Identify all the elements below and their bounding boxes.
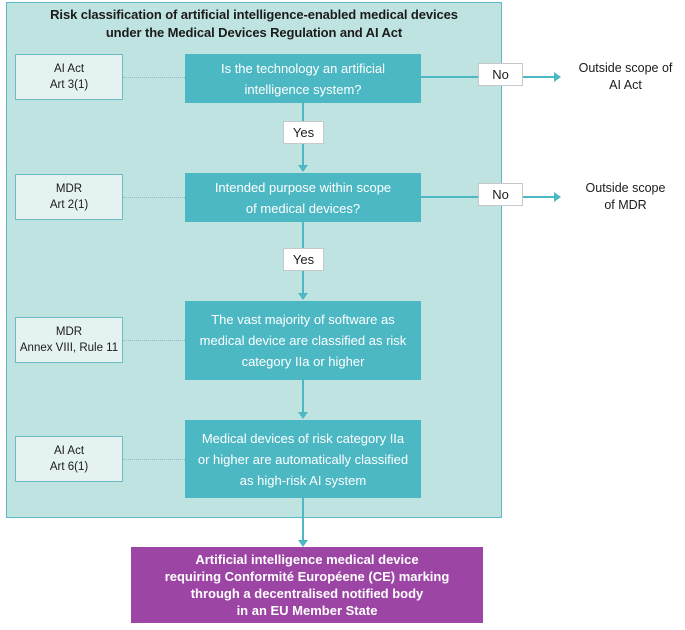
- outcome-outside-scope-step-1: Outside scope of AI Act: [568, 60, 683, 94]
- decision-box-step-1-line-2: intelligence system?: [244, 81, 362, 97]
- reference-box-step-2: MDR Art 2(1): [15, 174, 123, 220]
- outcome-box-line-4: in an EU Member State: [236, 603, 378, 618]
- decision-box-step-2: Intended purpose within scope of medical…: [185, 173, 421, 222]
- connector-dotted-step-1: [123, 77, 185, 78]
- connector-no-arrow-line-step-1: [523, 76, 555, 78]
- outcome-outside-scope-step-2-line-1: Outside scope: [585, 181, 666, 195]
- reference-box-step-3-line-2: Annex VIII, Rule 11: [19, 342, 119, 354]
- connector-dotted-step-4: [123, 459, 185, 460]
- outcome-box-line-3: through a decentralised notified body: [190, 586, 424, 601]
- reference-box-step-3-line-1: MDR: [55, 326, 83, 338]
- label-yes-step-2: Yes: [283, 248, 324, 271]
- connector-no-line-step-2: [421, 196, 478, 198]
- reference-box-step-1-line-1: AI Act: [53, 63, 85, 75]
- outcome-outside-scope-step-2: Outside scope of MDR: [568, 180, 683, 214]
- connector-line-to-outcome: [302, 498, 304, 541]
- decision-box-step-1-line-1: Is the technology an artificial: [220, 60, 386, 76]
- process-box-step-3-line-3: category IIa or higher: [241, 354, 365, 369]
- reference-box-step-4: AI Act Art 6(1): [15, 436, 123, 482]
- reference-box-step-1: AI Act Art 3(1): [15, 54, 123, 100]
- arrow-right-step-2: [554, 192, 561, 202]
- arrow-down-step-1: [298, 165, 308, 172]
- arrow-down-step-2: [298, 293, 308, 300]
- decision-box-step-2-line-2: of medical devices?: [245, 200, 361, 216]
- title-line-1: Risk classification of artificial intell…: [50, 7, 458, 22]
- outcome-outside-scope-step-1-line-1: Outside scope of: [578, 61, 673, 75]
- connector-no-line-step-1: [421, 76, 478, 78]
- arrow-down-to-outcome: [298, 540, 308, 547]
- label-no-step-2: No: [478, 183, 523, 206]
- arrow-down-step-3: [298, 412, 308, 419]
- outcome-box-line-1: Artificial intelligence medical device: [195, 552, 419, 567]
- process-box-step-3-line-1: The vast majority of software as: [211, 312, 395, 327]
- page-title: Risk classification of artificial intell…: [6, 6, 502, 42]
- process-box-step-4: Medical devices of risk category IIa or …: [185, 420, 421, 498]
- label-no-step-1: No: [478, 63, 523, 86]
- reference-box-step-3: MDR Annex VIII, Rule 11: [15, 317, 123, 363]
- arrow-right-step-1: [554, 72, 561, 82]
- process-box-step-4-line-1: Medical devices of risk category IIa: [201, 430, 405, 446]
- reference-box-step-4-line-1: AI Act: [53, 445, 85, 457]
- label-yes-step-1: Yes: [283, 121, 324, 144]
- outcome-outside-scope-step-1-line-2: AI Act: [609, 78, 642, 92]
- reference-box-step-2-line-1: MDR: [55, 183, 83, 195]
- process-box-step-4-line-2: or higher are automatically classified: [197, 451, 409, 467]
- process-box-step-3: The vast majority of software as medical…: [185, 301, 421, 380]
- connector-dotted-step-3: [123, 340, 185, 341]
- outcome-box: Artificial intelligence medical device r…: [131, 547, 483, 623]
- reference-box-step-1-line-2: Art 3(1): [49, 79, 89, 91]
- decision-box-step-2-line-1: Intended purpose within scope: [214, 179, 392, 195]
- process-box-step-3-line-2: medical device are classified as risk: [199, 333, 407, 348]
- reference-box-step-2-line-2: Art 2(1): [49, 199, 89, 211]
- connector-dotted-step-2: [123, 197, 185, 198]
- reference-box-step-4-line-2: Art 6(1): [49, 461, 89, 473]
- title-line-2: under the Medical Devices Regulation and…: [105, 25, 403, 40]
- outcome-outside-scope-step-2-line-2: of MDR: [604, 198, 647, 212]
- decision-box-step-1: Is the technology an artificial intellig…: [185, 54, 421, 103]
- outcome-box-line-2: requiring Conformité Européene (CE) mark…: [164, 569, 450, 584]
- connector-no-arrow-line-step-2: [523, 196, 555, 198]
- process-box-step-4-line-3: as high-risk AI system: [239, 472, 367, 488]
- connector-line-step-3-to-4: [302, 380, 304, 413]
